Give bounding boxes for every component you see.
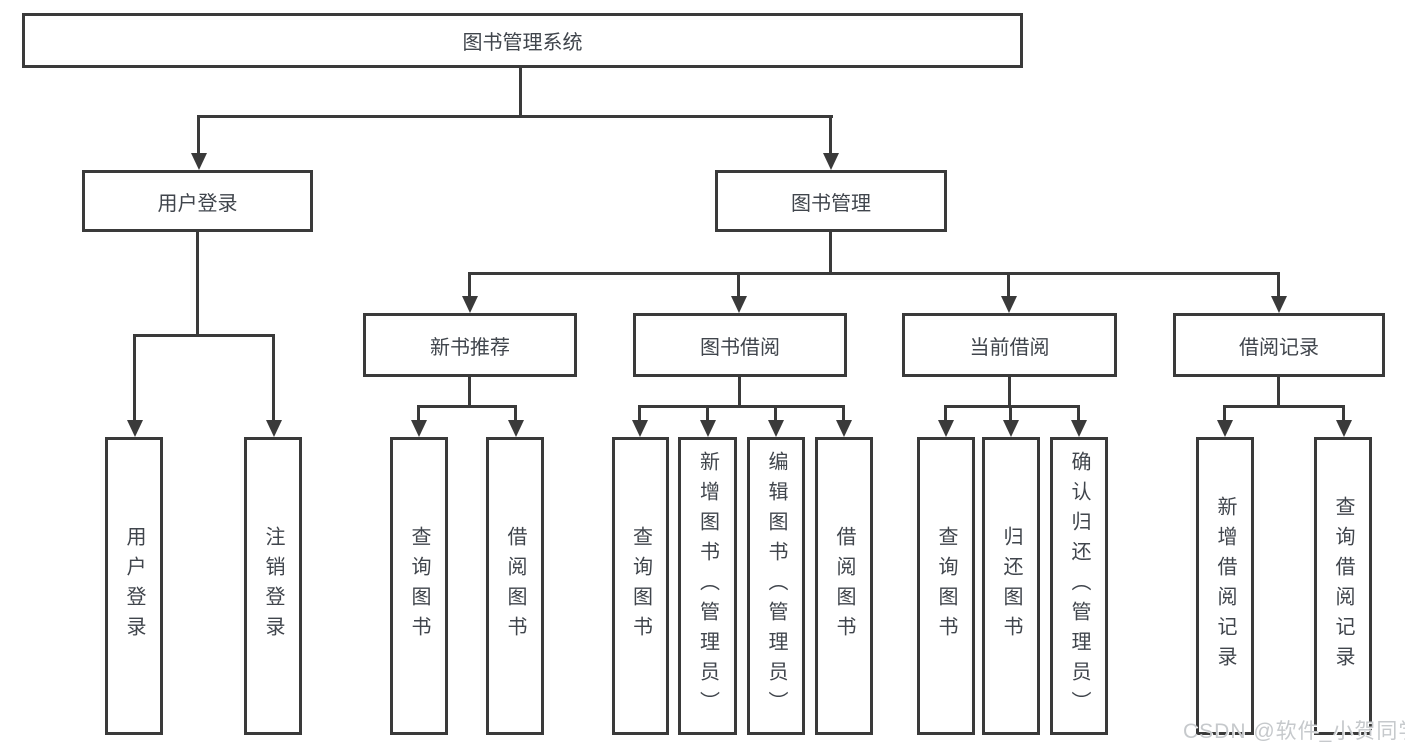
- arrow-leaf: [638, 405, 641, 420]
- connector-book-mgmt-bar: [469, 272, 1280, 275]
- arrow-to-leaf-logout: [272, 334, 275, 420]
- leaf-confirm-return-admin: 确认归还（管理员）: [1050, 437, 1108, 735]
- leaf-query-borrow-record: 查询借阅记录: [1314, 437, 1372, 735]
- leaf-add-book-admin: 新增图书（管理员）: [678, 437, 737, 735]
- arrow-leaf: [1009, 405, 1012, 420]
- arrow-leaf: [1223, 405, 1226, 420]
- node-label: 借阅图书: [833, 526, 855, 646]
- node-label: 新增借阅记录: [1214, 496, 1236, 676]
- watermark-text: CSDN @软件_小贺同学: [1183, 720, 1405, 743]
- arrow-leaf: [417, 405, 420, 420]
- arrow-to-leaf-user-login: [133, 334, 136, 420]
- leaf-edit-book-admin: 编辑图书（管理员）: [747, 437, 805, 735]
- arrow-to-user-login: [197, 115, 200, 153]
- arrow-leaf: [706, 405, 709, 420]
- leaf-user-login: 用户登录: [105, 437, 163, 735]
- arrow-to-current-borrow: [1007, 272, 1010, 296]
- node-label: 确认归还（管理员）: [1068, 451, 1090, 721]
- arrow-to-new-book-recommend: [468, 272, 471, 296]
- node-label: 查询图书: [629, 526, 652, 646]
- node-label: 新增图书（管理员）: [696, 451, 719, 721]
- leaf-borrow-books: 借阅图书: [815, 437, 873, 735]
- node-label: 归还图书: [1000, 526, 1022, 646]
- node-label: 查询借阅记录: [1332, 496, 1354, 676]
- leaf-query-books-current: 查询图书: [917, 437, 975, 735]
- connector-book-borrow-bar: [638, 405, 845, 408]
- node-label: 编辑图书（管理员）: [765, 451, 787, 721]
- arrow-leaf: [774, 405, 777, 420]
- leaf-add-borrow-record: 新增借阅记录: [1196, 437, 1254, 735]
- arrow-leaf: [842, 405, 845, 420]
- node-label: 借阅记录: [1239, 336, 1319, 359]
- node-label: 图书借阅: [700, 336, 780, 359]
- node-new-book-recommend: 新书推荐: [363, 313, 577, 377]
- node-label: 当前借阅: [969, 336, 1050, 359]
- connector-current-borrow-stem: [1008, 377, 1011, 407]
- connector-new-book-bar: [417, 405, 517, 408]
- node-label: 用户登录: [157, 192, 238, 215]
- node-label: 注销登录: [262, 526, 284, 646]
- arrow-to-book-management: [829, 115, 832, 153]
- arrow-to-borrow-records: [1277, 272, 1280, 296]
- arrow-leaf: [514, 405, 517, 420]
- node-user-login: 用户登录: [82, 170, 313, 232]
- node-label: 图书管理: [791, 192, 871, 215]
- node-label: 查询图书: [935, 526, 957, 646]
- connector-borrow-records-stem: [1277, 377, 1280, 407]
- connector-root-stem: [519, 68, 522, 117]
- arrow-leaf: [1342, 405, 1345, 420]
- leaf-query-books-recommend: 查询图书: [390, 437, 448, 735]
- node-label: 查询图书: [408, 526, 430, 646]
- node-book-management: 图书管理: [715, 170, 947, 232]
- node-label: 图书管理系统: [462, 32, 583, 54]
- connector-user-login-stem: [196, 232, 199, 335]
- node-label: 新书推荐: [430, 336, 510, 359]
- leaf-logout-login: 注销登录: [244, 437, 302, 735]
- connector-book-borrow-stem: [738, 377, 741, 407]
- node-book-borrow: 图书借阅: [633, 313, 847, 377]
- node-current-borrow: 当前借阅: [902, 313, 1117, 377]
- connector-root-bar: [197, 115, 833, 118]
- connector-borrow-records-bar: [1223, 405, 1345, 408]
- connector-user-login-bar: [133, 334, 274, 337]
- arrow-leaf: [1077, 405, 1080, 420]
- node-borrow-records: 借阅记录: [1173, 313, 1385, 377]
- connector-book-mgmt-stem: [829, 232, 832, 274]
- leaf-borrow-books-recommend: 借阅图书: [486, 437, 544, 735]
- node-library-management-system: 图书管理系统: [22, 13, 1023, 68]
- arrow-leaf: [944, 405, 947, 420]
- leaf-return-book: 归还图书: [982, 437, 1040, 735]
- arrow-to-book-borrow: [737, 272, 740, 296]
- connector-current-borrow-bar: [944, 405, 1080, 408]
- connector-new-book-stem: [468, 377, 471, 407]
- leaf-query-books-borrow: 查询图书: [612, 437, 669, 735]
- node-label: 借阅图书: [504, 526, 526, 646]
- node-label: 用户登录: [123, 526, 145, 646]
